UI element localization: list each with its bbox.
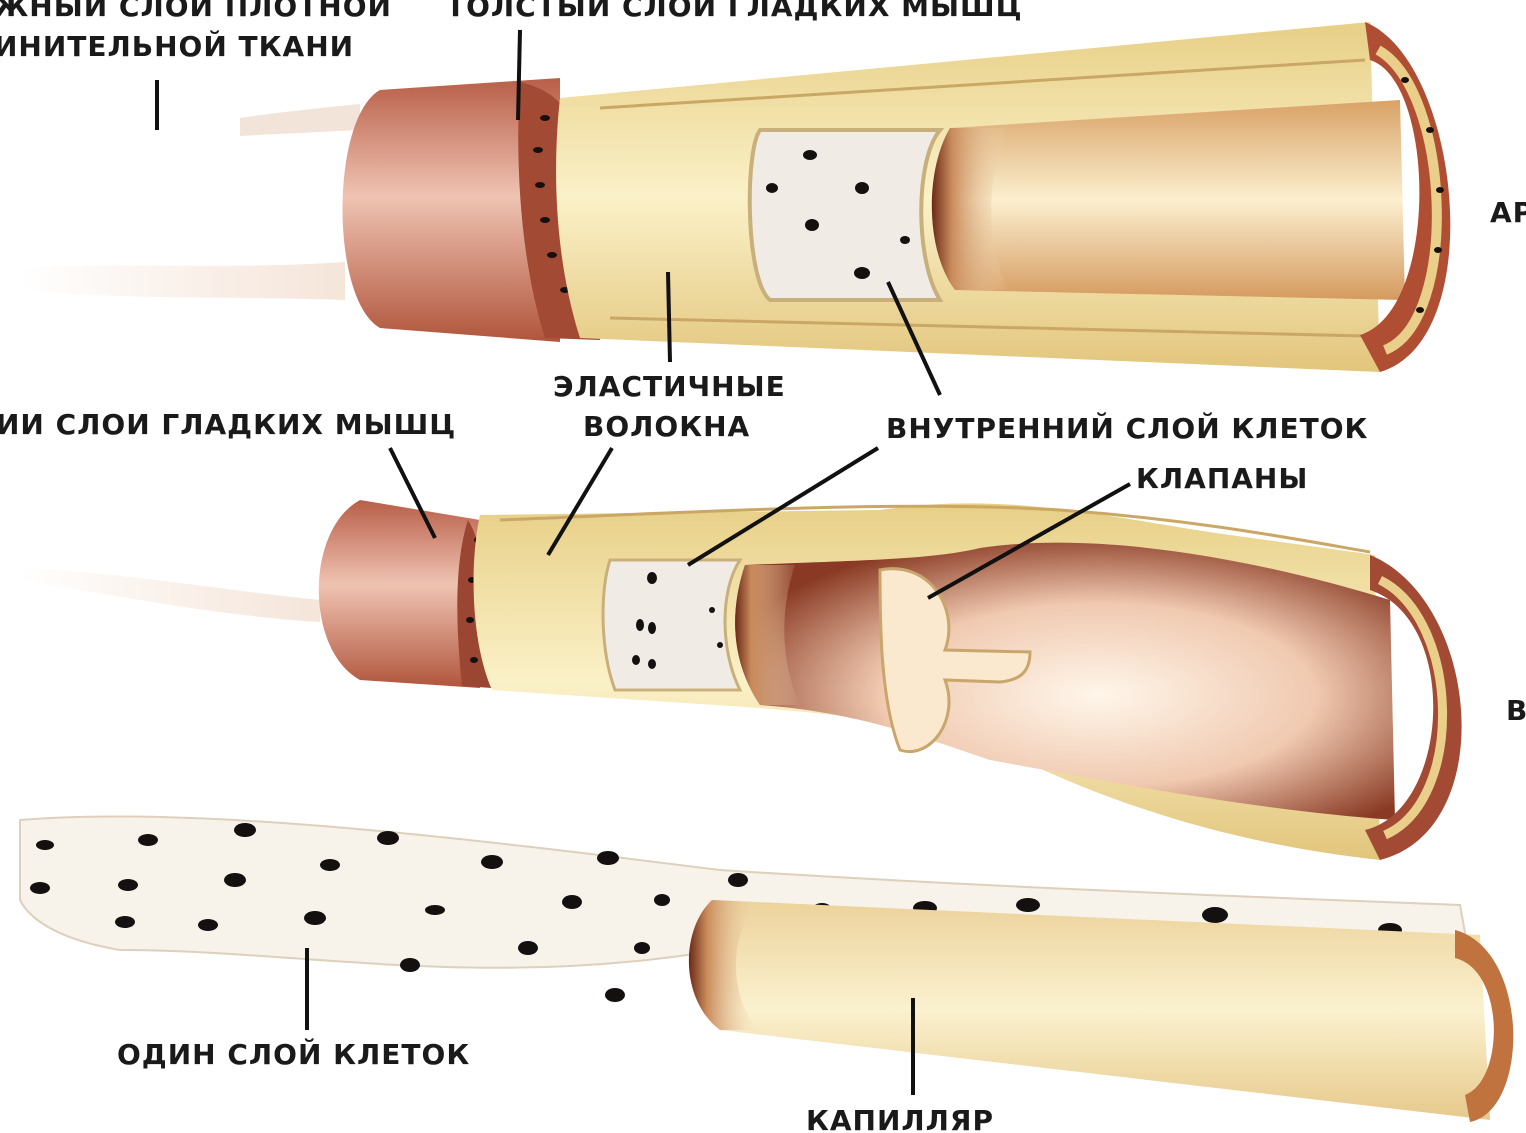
label-inner-cells: ВНУТРЕННИЙ СЛОЙ КЛЕТОК — [886, 411, 1368, 445]
label-outer-connective-1: ЖНЫЙ СЛОЙ ПЛОТНОЙ — [0, 0, 392, 23]
label-thick-muscle: ТОЛСТЫЙ СЛОЙ ГЛАДКИХ МЫШЦ — [446, 0, 1023, 23]
label-elastic-fibers-2: ВОЛОКНА — [583, 410, 750, 443]
label-capillary: КАПИЛЛЯР — [806, 1104, 994, 1133]
vein — [20, 500, 1462, 860]
artery — [20, 22, 1450, 372]
label-single-layer: ОДИН СЛОЙ КЛЕТОК — [117, 1037, 470, 1071]
artery-inner-cell-layer — [750, 130, 940, 300]
vein-outer-layer — [319, 500, 480, 688]
vein-connective-strands — [20, 568, 320, 622]
capillary — [20, 816, 1513, 1122]
vein-inner-cell-layer — [603, 560, 740, 690]
label-elastic-fibers-1: ЭЛАСТИЧНЫЕ — [553, 370, 786, 403]
connective-strands — [20, 262, 345, 300]
capillary-tube — [689, 900, 1490, 1120]
label-thin-muscle: ИИ СЛОИ ГЛАДКИХ МЫШЦ — [0, 408, 456, 441]
label-vein: В — [1506, 694, 1526, 727]
label-artery: АР — [1490, 196, 1526, 229]
label-valves: КЛАПАНЫ — [1136, 462, 1308, 495]
label-outer-connective-2: ИНИТЕЛЬНОЙ ТКАНИ — [0, 29, 354, 63]
